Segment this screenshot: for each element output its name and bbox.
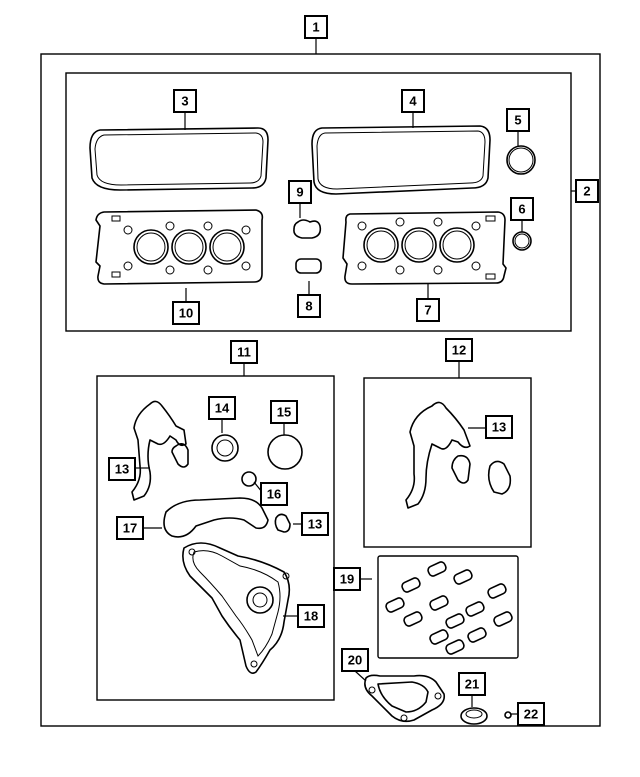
callout-19-label: 19 (340, 572, 354, 587)
callout-12-label: 12 (452, 343, 466, 358)
callout-3-label: 3 (181, 94, 188, 109)
timing-cover-seal-large (487, 460, 512, 495)
lower-engine-kit-frame (96, 375, 335, 701)
timing-cover-gasket-left (131, 400, 187, 501)
seal-ring-inner (465, 709, 483, 719)
o-ring-small (512, 231, 532, 251)
callout-9-label: 9 (296, 185, 303, 200)
intake-gasket-set (385, 561, 513, 655)
callout-21: 21 (458, 672, 486, 696)
callout-13-kit-12: 13 (485, 415, 513, 439)
callout-19: 19 (333, 567, 361, 591)
callout-13-kit-12-label: 13 (492, 420, 506, 435)
upper-engine-kit-frame (65, 72, 572, 332)
timing-cover-gasket-right (405, 401, 471, 509)
callout-16: 16 (260, 482, 288, 506)
callout-21-label: 21 (465, 677, 479, 692)
small-seal-gasket-upper (293, 219, 322, 239)
curved-cover-gasket (163, 497, 269, 538)
callout-8: 8 (297, 294, 321, 318)
callout-13-small: 13 (301, 512, 329, 536)
tiny-o-ring (504, 711, 512, 719)
callout-10: 10 (172, 301, 200, 325)
callout-4: 4 (401, 89, 425, 113)
callout-5-label: 5 (514, 113, 521, 128)
callout-7-label: 7 (424, 303, 431, 318)
callout-22: 22 (517, 702, 545, 726)
right-valve-cover-gasket-inner (316, 130, 486, 190)
callout-20: 20 (341, 648, 369, 672)
left-valve-cover-gasket (89, 127, 269, 191)
callout-18-label: 18 (304, 609, 318, 624)
right-valve-cover-gasket (311, 125, 491, 195)
flange-gasket (364, 674, 446, 723)
callout-13-small-label: 13 (308, 517, 322, 532)
callout-6-label: 6 (518, 202, 525, 217)
left-cylinder-head-gasket (95, 209, 264, 285)
o-ring-large-inner (508, 147, 534, 173)
callout-13-left: 13 (108, 457, 136, 481)
callout-18: 18 (297, 604, 325, 628)
callout-15-label: 15 (277, 405, 291, 420)
callout-1: 1 (304, 15, 328, 39)
callout-17: 17 (116, 516, 144, 540)
callout-17-label: 17 (123, 521, 137, 536)
right-cylinder-head-gasket (342, 211, 507, 285)
small-o-ring (241, 471, 257, 487)
callout-15: 15 (270, 400, 298, 424)
water-pump-gasket (182, 542, 291, 674)
seal-ring (460, 707, 488, 725)
kit-outer-frame (40, 53, 601, 727)
callout-6: 6 (510, 197, 534, 221)
large-o-ring (267, 434, 303, 470)
small-seal-gasket-lower (295, 258, 322, 274)
callout-14-label: 14 (215, 401, 230, 416)
left-valve-cover-gasket-inner (94, 132, 264, 186)
callout-1-label: 1 (312, 20, 319, 35)
intake-gasket-set-frame (377, 555, 519, 659)
callout-4-label: 4 (409, 94, 417, 109)
callout-12: 12 (445, 338, 473, 362)
callout-13-left-label: 13 (115, 462, 129, 477)
timing-cover-kit-frame (363, 377, 532, 548)
crankshaft-seal-inner (216, 439, 234, 457)
o-ring-small-inner (514, 233, 530, 249)
callout-22-label: 22 (524, 707, 538, 722)
o-ring-large (506, 145, 536, 175)
timing-cover-gasket-seal (171, 442, 189, 468)
callout-3: 3 (173, 89, 197, 113)
callout-2-label: 2 (583, 184, 590, 199)
callout-11-label: 11 (237, 345, 251, 360)
callout-14: 14 (208, 396, 236, 420)
callout-20-label: 20 (348, 653, 362, 668)
callout-5: 5 (506, 108, 530, 132)
crankshaft-seal (211, 434, 239, 462)
callout-9: 9 (288, 180, 312, 204)
callout-8-label: 8 (305, 299, 312, 314)
leader-lines (135, 38, 576, 715)
callout-2: 2 (575, 179, 599, 203)
timing-cover-seal-small (451, 454, 471, 484)
callout-7: 7 (416, 298, 440, 322)
small-cover-gasket (274, 513, 291, 533)
callout-10-label: 10 (179, 306, 193, 321)
callout-11: 11 (230, 340, 258, 364)
callout-16-label: 16 (267, 487, 281, 502)
